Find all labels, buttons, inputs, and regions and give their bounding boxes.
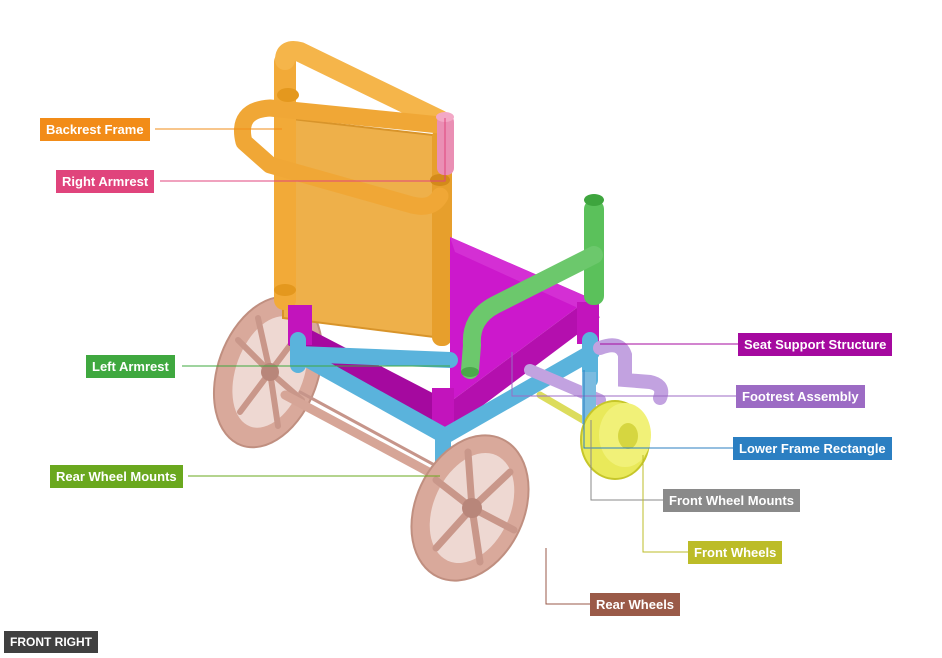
rear-wheel-mount-bars [280,390,445,483]
label-rear-wheels: Rear Wheels [590,593,681,616]
label-backrest-frame: Backrest Frame [40,118,150,141]
label-left-armrest: Left Armrest [86,355,175,378]
rear-wheel-right [410,434,530,582]
view-orientation-badge: FRONT RIGHT [4,631,98,653]
label-footrest-assembly: Footrest Assembly [736,385,865,408]
left-armrest-shape [461,194,604,379]
label-seat-support-structure: Seat Support Structure [738,333,893,356]
leader-lines [155,118,738,605]
label-right-armrest: Right Armrest [56,170,155,193]
backrest-frame-shape [234,41,452,346]
label-front-wheel-mounts: Front Wheel Mounts [663,489,800,512]
label-lower-frame-rectangle: Lower Frame Rectangle [733,437,892,460]
label-front-wheels: Front Wheels [688,541,783,564]
front-wheel [580,400,651,480]
label-rear-wheel-mounts: Rear Wheel Mounts [50,465,183,488]
